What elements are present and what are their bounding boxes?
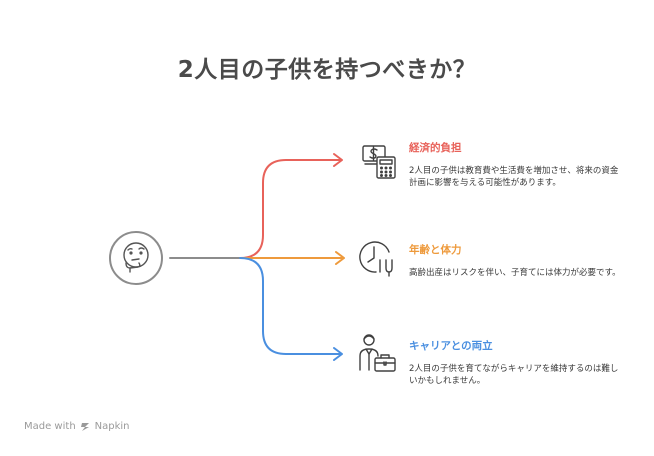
arrow-head-physical (335, 251, 345, 265)
thinking-face-icon (109, 231, 163, 285)
branch-title-physical: 年齢と体力 (409, 244, 462, 256)
branch-description-career: 2人目の子供を育てながらキャリアを維持するのは難しいかもしれません。 (409, 364, 619, 386)
branch-connector-economic (239, 159, 341, 259)
branch-economic: 経済的負担 2人目の子供は教育費や生活費を増加させ、将来の資金計画に影響を与える… (409, 140, 624, 189)
napkin-brand-label: Napkin (94, 421, 130, 432)
arrow-head-career (333, 347, 343, 361)
page-title: 2人目の子供を持つべきか？ (177, 57, 477, 83)
branch-connector-career (239, 257, 341, 355)
napkin-attribution: Made with Napkin (24, 421, 130, 432)
person-briefcase-icon (359, 334, 396, 372)
arrow-head-economic (333, 153, 343, 167)
napkin-logo-icon (80, 423, 89, 431)
branch-description-economic: 2人目の子供は教育費や生活費を増加させ、将来の資金計画に影響を与える可能性があり… (409, 166, 619, 188)
branch-title-career: キャリアとの両立 (409, 340, 493, 352)
money-calculator-icon (362, 145, 396, 179)
made-with-label: Made with (24, 421, 76, 432)
clock-fork-icon (359, 241, 393, 277)
branch-title-economic: 経済的負担 (409, 142, 462, 154)
branch-career: キャリアとの両立 2人目の子供を育てながらキャリアを維持するのは難しいかもしれま… (409, 338, 624, 387)
branch-description-physical: 高齢出産はリスクを伴い、子育てには体力が必要です。 (409, 268, 621, 278)
branch-physical: 年齢と体力 高齢出産はリスクを伴い、子育てには体力が必要です。 (409, 242, 624, 279)
